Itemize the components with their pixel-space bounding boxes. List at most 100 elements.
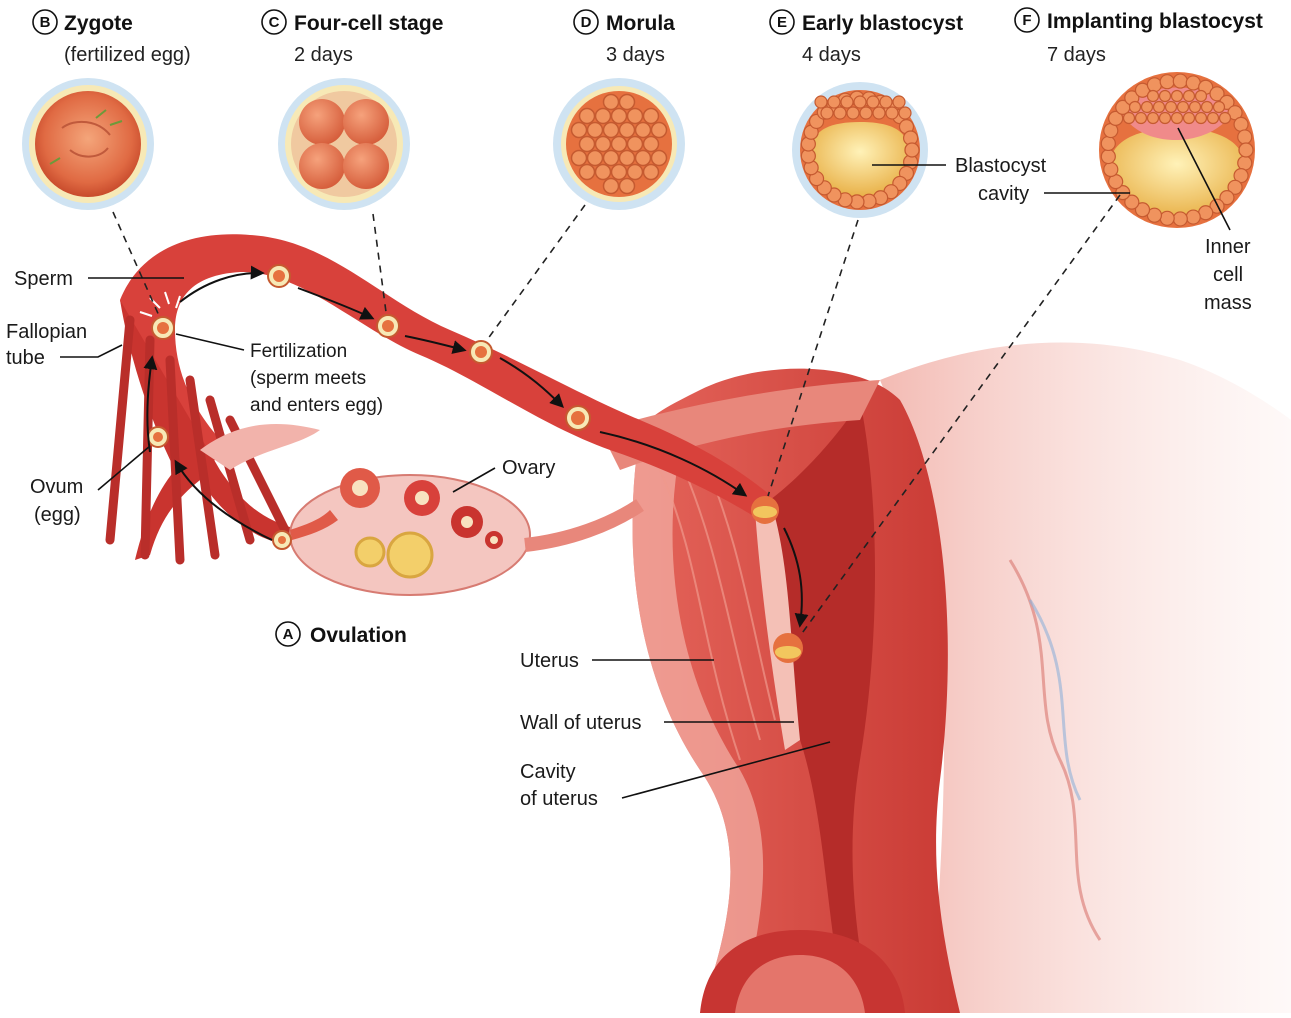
implanting-blastocyst-circle: [1099, 72, 1255, 228]
cell: [604, 179, 619, 194]
cell: [1186, 210, 1200, 224]
cell: [1190, 102, 1201, 113]
label-wall-of-uterus: Wall of uterus: [520, 712, 642, 734]
cell: [1202, 102, 1213, 113]
cell: [1160, 75, 1174, 89]
label-cavity-of-uterus-2: of uterus: [520, 788, 598, 810]
cell: [1148, 113, 1159, 124]
stage-c-heading: C Four-cell stage 2 days: [262, 10, 443, 66]
stage-a-title: Ovulation: [310, 624, 407, 647]
cell: [880, 96, 892, 108]
cell: [644, 165, 659, 180]
cell: [628, 165, 643, 180]
cell: [860, 107, 872, 119]
cell: [1136, 113, 1147, 124]
cell: [580, 165, 595, 180]
label-uterus: Uterus: [520, 650, 579, 672]
cell: [1166, 102, 1177, 113]
cell: [1196, 91, 1207, 102]
stage-c-title: Four-cell stage: [294, 12, 443, 35]
cell: [596, 165, 611, 180]
cell: [644, 109, 659, 124]
zygote-circle: [22, 78, 154, 210]
cell: [854, 96, 866, 108]
ovary-illustration: [290, 468, 640, 595]
cell: [1238, 130, 1252, 144]
stage-d-title: Morula: [606, 12, 675, 35]
cell: [628, 137, 643, 152]
cell: [1130, 102, 1141, 113]
cell: [1184, 91, 1195, 102]
cell: [1154, 102, 1165, 113]
cell: [636, 123, 651, 138]
cell: [1148, 91, 1159, 102]
cell: [572, 123, 587, 138]
cell: [1172, 113, 1183, 124]
cell: [1172, 91, 1183, 102]
cell: [1239, 143, 1253, 157]
stage-b-title: Zygote: [64, 12, 133, 35]
cell: [1147, 78, 1161, 92]
stage-f-title: Implanting blastocyst: [1047, 10, 1263, 33]
cell: [1184, 113, 1195, 124]
cell: [1142, 102, 1153, 113]
label-ovum-1: Ovum: [30, 476, 83, 498]
cell: [828, 96, 840, 108]
cell: [1160, 211, 1174, 225]
label-ovum-2: (egg): [34, 504, 81, 526]
cell: [620, 95, 635, 110]
stage-e-title: Early blastocyst: [802, 12, 963, 35]
cell: [596, 109, 611, 124]
cell: [596, 137, 611, 152]
label-blastocyst-cavity-1: Blastocyst: [955, 155, 1047, 177]
label-fertilization-2: (sperm meets: [250, 368, 366, 389]
label-fallopian-2: tube: [6, 347, 45, 369]
label-sperm: Sperm: [14, 268, 73, 290]
cell: [612, 137, 627, 152]
cell: [1101, 150, 1115, 164]
cell: [815, 96, 827, 108]
cell: [652, 123, 667, 138]
cell: [644, 137, 659, 152]
stage-d-heading: D Morula 3 days: [574, 10, 675, 66]
cell: [620, 123, 635, 138]
label-ovary: Ovary: [502, 457, 555, 479]
cell: [886, 107, 898, 119]
label-fertilization-3: and enters egg): [250, 395, 383, 416]
stage-f-letter: F: [1022, 12, 1031, 29]
cell: [1238, 156, 1252, 170]
cell: [588, 151, 603, 166]
cell: [620, 151, 635, 166]
stage-b-sub: (fertilized egg): [64, 44, 191, 66]
stage-e-heading: E Early blastocyst 4 days: [770, 10, 963, 66]
stage-c-sub: 2 days: [294, 44, 353, 66]
cell: [1173, 74, 1187, 88]
cell: [1196, 113, 1207, 124]
cell: [821, 107, 833, 119]
cell: [612, 165, 627, 180]
cell: [841, 96, 853, 108]
cell: [905, 143, 919, 157]
label-cavity-of-uterus-1: Cavity: [520, 761, 576, 783]
cell: [572, 151, 587, 166]
cell: [899, 107, 911, 119]
stage-a-letter: A: [283, 626, 294, 643]
cell: [873, 107, 885, 119]
label-inner-cell-mass-1: Inner: [1205, 236, 1251, 258]
label-fallopian-1: Fallopian: [6, 321, 87, 343]
cell: [1104, 162, 1118, 176]
stage-e-letter: E: [777, 14, 787, 31]
cell: [1178, 102, 1189, 113]
cell: [580, 109, 595, 124]
stage-a-heading: A Ovulation: [276, 622, 407, 647]
stage-f-heading: F Implanting blastocyst 7 days: [1015, 8, 1263, 66]
cell: [867, 96, 879, 108]
label-inner-cell-mass-2: cell: [1213, 264, 1243, 286]
morula-circle: [553, 78, 685, 210]
cell: [847, 107, 859, 119]
stage-d-letter: D: [581, 14, 592, 31]
stage-b-heading: B Zygote (fertilized egg): [33, 10, 191, 66]
early-blastocyst-circle: [792, 82, 928, 218]
